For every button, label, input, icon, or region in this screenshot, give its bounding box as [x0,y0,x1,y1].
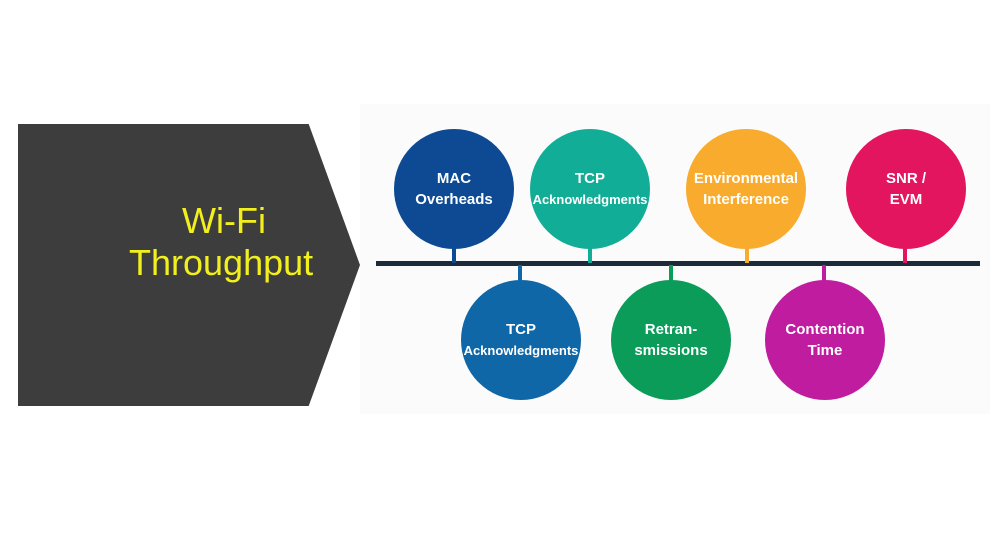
diagram-title-line-2: Throughput [129,242,314,283]
connector-stem-mac-overheads [452,238,456,263]
connector-stem-tcp-ack-bottom [518,265,522,287]
node-contention-time-line-1: Contention [785,321,865,338]
node-retransmissions-line-1: Retran- [644,321,698,338]
node-tcp-ack-bottom-line-1: TCP [505,321,536,338]
connector-stem-environmental-interference [745,238,749,263]
connector-stem-snr-evm [903,238,907,263]
node-environmental-line-2: Interference [703,191,789,208]
node-contention-time: Contention Time [765,280,885,400]
node-snr-evm: SNR / EVM [846,129,966,249]
node-tcp-ack-top-line-2: Acknowledgments [532,192,648,207]
node-snr-evm-line-2: EVM [889,191,923,208]
node-tcp-acknowledgments-bottom: TCP Acknowledgments [461,280,581,400]
timeline-axis [376,261,980,266]
title-arrow-shape [18,124,360,406]
node-environmental-line-1: Environmental [693,170,799,187]
diagram-title-line-1: Wi-Fi [182,200,266,241]
connector-stem-retransmissions [669,265,673,287]
connector-stem-tcp-ack-top [588,238,592,263]
node-retransmissions-line-2: smissions [634,342,708,359]
node-tcp-ack-bottom-line-2: Acknowledgments [463,343,579,358]
node-mac-overheads-line-2: Overheads [415,191,493,208]
node-tcp-ack-top-line-1: TCP [574,170,605,187]
node-mac-overheads: MAC Overheads [394,129,514,249]
node-environmental-interference: Environmental Interference [686,129,806,249]
node-retransmissions: Retran- smissions [611,280,731,400]
node-snr-evm-line-1: SNR / [885,170,926,187]
node-contention-time-line-2: Time [807,342,843,359]
node-mac-overheads-line-1: MAC [436,170,472,187]
node-tcp-acknowledgments-top: TCP Acknowledgments [530,129,650,249]
connector-stem-contention-time [822,265,826,287]
